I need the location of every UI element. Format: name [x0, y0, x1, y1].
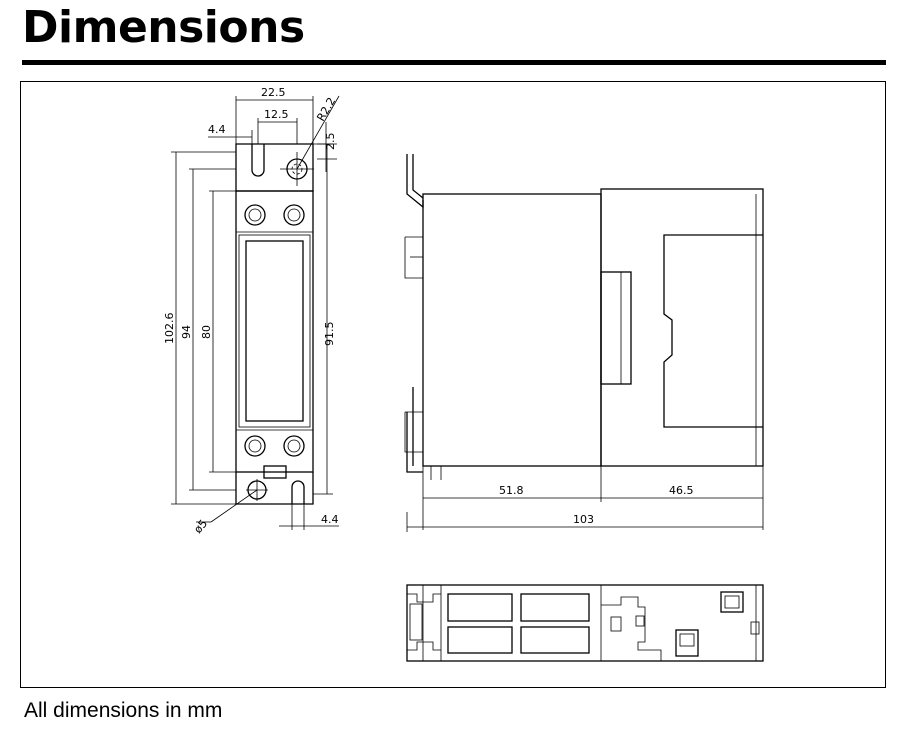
bottom-view: [406, 584, 764, 662]
dim-hole-dia: ø5: [191, 517, 210, 536]
dim-width: 22.5: [261, 86, 286, 99]
dim-inner-height: 91.5: [323, 322, 336, 347]
dim-hole-top: 2.5: [324, 133, 337, 151]
dim-body-height: 80: [200, 325, 213, 339]
front-view: 22.5 12.5 4.4 R2.2 2.5 102.6 94 80 91.5 …: [163, 86, 340, 536]
dim-depth-front: 46.5: [669, 484, 694, 497]
dim-radius: R2.2: [314, 95, 338, 123]
units-footnote: All dimensions in mm: [24, 699, 223, 722]
drawing-frame: 22.5 12.5 4.4 R2.2 2.5 102.6 94 80 91.5 …: [20, 81, 886, 688]
technical-drawing: 22.5 12.5 4.4 R2.2 2.5 102.6 94 80 91.5 …: [163, 86, 764, 662]
dim-bottom-slot: 4.4: [321, 513, 339, 526]
dim-slot-offset: 4.4: [208, 123, 226, 136]
dim-total-depth: 103: [573, 513, 594, 526]
dim-mount-height: 94: [180, 325, 193, 339]
title-rule: [22, 60, 886, 65]
side-view: 51.8 46.5 103: [404, 154, 764, 532]
dim-overall-height: 102.6: [163, 313, 176, 345]
dim-depth-rear: 51.8: [499, 484, 524, 497]
page-title: Dimensions: [22, 2, 305, 53]
dim-hole-spacing: 12.5: [264, 108, 289, 121]
